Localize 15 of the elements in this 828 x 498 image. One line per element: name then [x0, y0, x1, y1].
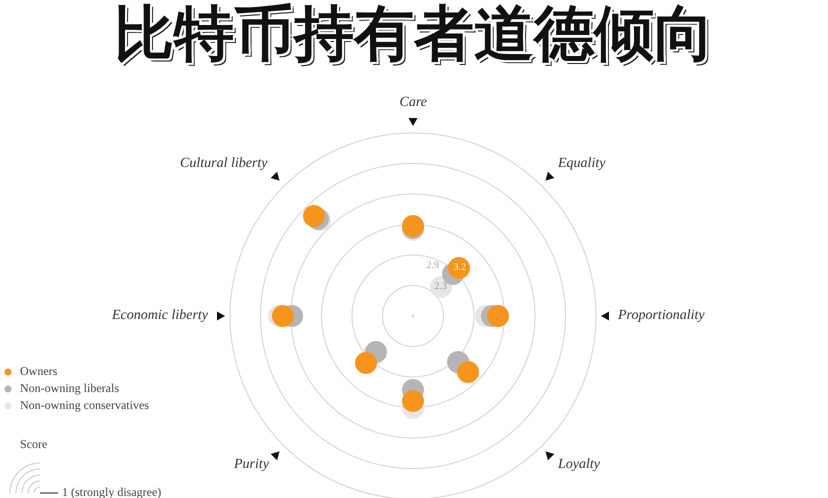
scale-title: Score	[20, 438, 48, 450]
value-label: 2.3	[434, 282, 447, 292]
axis-label: Proportionality	[618, 309, 705, 323]
legend-label: Non-owning conservatives	[20, 399, 149, 411]
title: 比特币持有者道德倾向	[114, 0, 714, 69]
legend-label: Non-owning liberals	[20, 382, 119, 394]
value-label: 3.2	[454, 263, 466, 273]
axis-label: Purity	[234, 458, 269, 472]
axis-label: Cultural liberty	[180, 157, 268, 171]
axis-label: Loyalty	[558, 458, 600, 472]
legend-label: Owners	[20, 365, 58, 377]
axis-label: Care	[400, 96, 427, 110]
axis-label: Economic liberty	[112, 309, 208, 323]
axis-label: Equality	[558, 157, 606, 171]
value-label: 2.9	[426, 261, 439, 271]
